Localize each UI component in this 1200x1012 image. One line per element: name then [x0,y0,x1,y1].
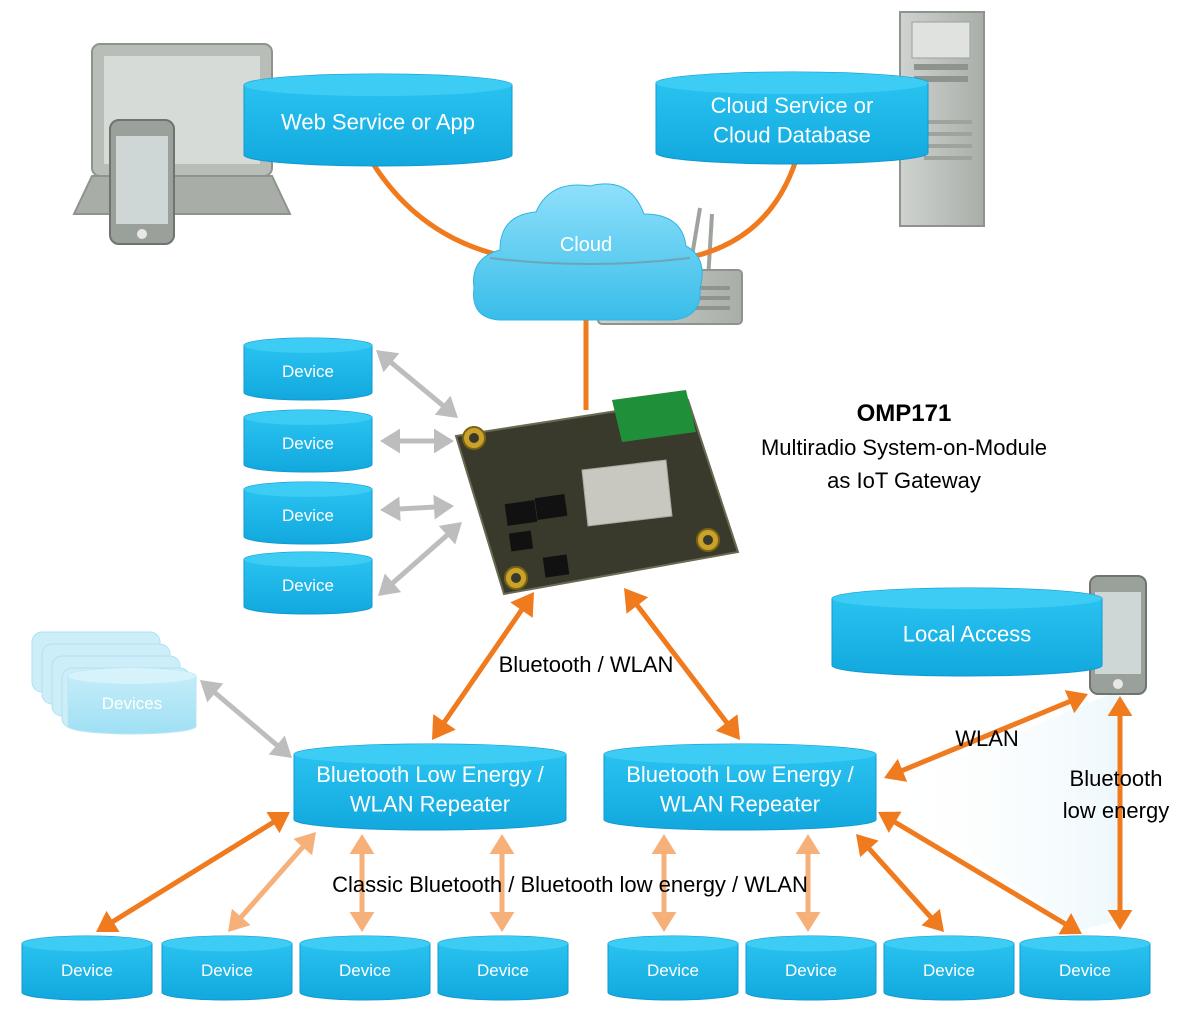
module-subtitle-line1: Multiradio System-on-Module [761,435,1047,460]
link-module-repeater-left [432,592,534,740]
module-subtitle-line2: as IoT Gateway [827,468,981,493]
bottom-device-node-5-label: Device [647,961,699,980]
link-label-wlan: WLAN [955,726,1019,751]
link-left-device-4 [378,522,462,596]
repeater-right-node-label-line2: WLAN Repeater [660,792,820,817]
bottom-device-node-6-label: Device [785,961,837,980]
link-ble-phone [1107,696,1133,930]
web-service-node: Web Service or App [243,73,513,167]
bottom-device-node-8-label: Device [1059,961,1111,980]
link-left-device-2 [380,428,454,454]
links-layer [96,159,1133,935]
bottom-device-node-7: Device [883,935,1015,1001]
bottom-device-node-2: Device [161,935,293,1001]
link-rr-d8 [878,811,1082,935]
devices-stack-node-label: Devices [102,694,162,713]
link-rr-d5 [651,834,677,932]
repeater-right-node-label-line1: Bluetooth Low Energy / [626,762,854,787]
link-rr-d6 [795,834,821,932]
link-label-classic: Classic Bluetooth / Bluetooth low energy… [332,872,808,897]
left-device-node-1: Device [243,337,373,401]
bottom-device-node-8: Device [1019,935,1151,1001]
left-device-node-3: Device [243,481,373,545]
local-access-node-label: Local Access [903,622,1031,647]
left-device-node-4: Device [243,551,373,615]
local-access-area [880,690,1120,930]
local-access-node: Local Access [831,587,1103,677]
bottom-device-node-3: Device [299,935,431,1001]
link-wlan-phone [884,690,1088,782]
link-module-repeater-right [624,588,740,740]
left-device-node-2-label: Device [282,434,334,453]
omp171-module-icon [454,390,740,596]
left-device-node-4-label: Device [282,576,334,595]
link-label-bt-wlan: Bluetooth / WLAN [499,652,674,677]
repeater-left-node-label-line2: WLAN Repeater [350,792,510,817]
module-title: OMP171 [857,400,952,427]
cloud-service-node-label-line2: Cloud Database [713,123,871,148]
link-rl-d2 [228,832,316,932]
link-label-ble-line1: Bluetooth [1070,766,1163,791]
local-access-phone-icon [1089,575,1147,695]
repeater-left-node-label-line1: Bluetooth Low Energy / [316,762,544,787]
link-rl-d3 [349,834,375,932]
bottom-device-node-7-label: Device [923,961,975,980]
bottom-device-node-3-label: Device [339,961,391,980]
cloud-service-node-label-line1: Cloud Service or [711,93,874,118]
link-label-ble-line2: low energy [1063,798,1169,823]
bottom-device-node-5: Device [607,935,739,1001]
cloud-label: Cloud [560,234,612,256]
link-rl-d4 [489,834,515,932]
repeater-right-node: Bluetooth Low Energy / WLAN Repeater [603,743,877,831]
cloud-node: Cloud [473,183,703,321]
link-rr-d7 [856,834,944,932]
cloud-service-node: Cloud Service or Cloud Database [655,71,929,165]
link-left-device-3 [380,494,454,522]
web-service-node-label: Web Service or App [281,110,475,135]
smartphone-icon [109,119,175,245]
bottom-device-node-4: Device [437,935,569,1001]
bottom-device-node-4-label: Device [477,961,529,980]
repeater-left-node: Bluetooth Low Energy / WLAN Repeater [293,743,567,831]
bottom-device-node-1-label: Device [61,961,113,980]
left-device-node-3-label: Device [282,506,334,525]
left-device-node-1-label: Device [282,362,334,381]
devices-stack-node: Devices [67,667,197,735]
left-device-node-2: Device [243,409,373,473]
bottom-device-node-1: Device [21,935,153,1001]
bottom-device-node-6: Device [745,935,877,1001]
bottom-device-node-2-label: Device [201,961,253,980]
link-devices-stack [200,680,292,758]
link-rl-d1 [96,811,290,933]
link-left-device-1 [376,350,458,418]
